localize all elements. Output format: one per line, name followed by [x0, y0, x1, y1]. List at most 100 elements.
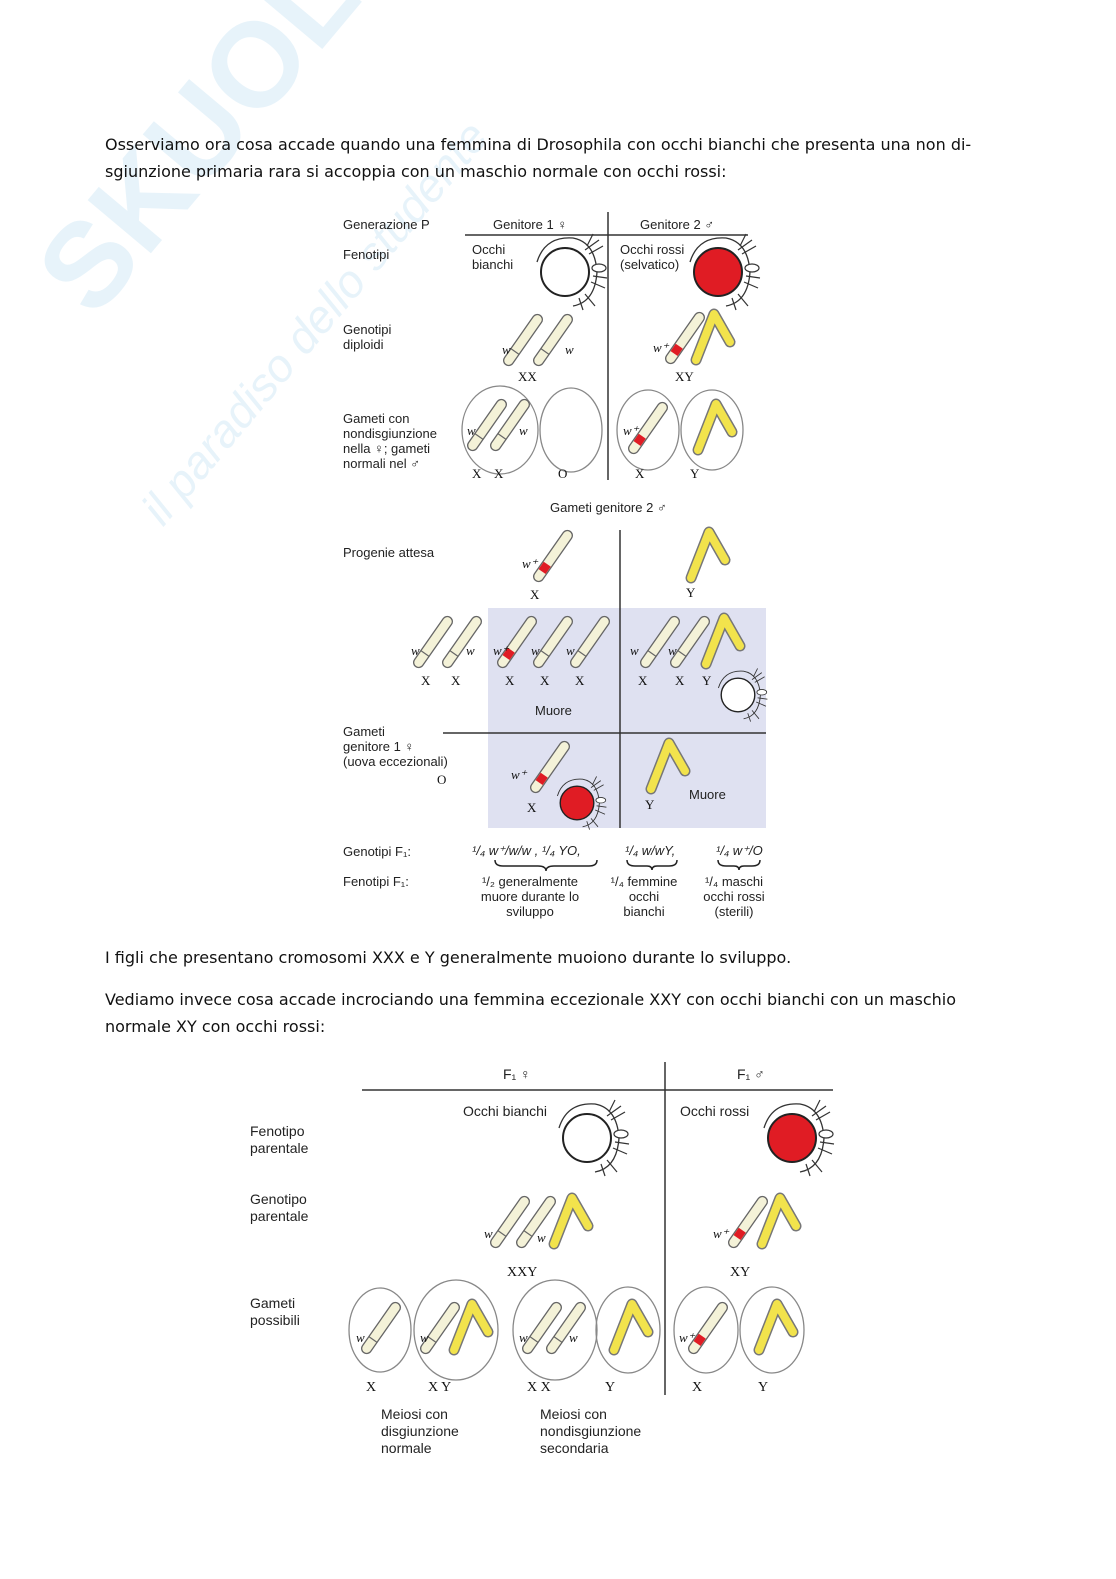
y-chromosome: [700, 612, 746, 670]
nondisjunction-meiosis-label: Meiosi con nondisgiunzione secondaria: [540, 1406, 642, 1456]
gametes-parent2-label: Gameti genitore 2 ♂: [550, 500, 667, 515]
genotypes-label: Genotipi diploidi: [343, 322, 392, 352]
y-chromosome: [608, 1298, 654, 1356]
label-x: X: [638, 673, 648, 688]
x-chromosome: [570, 615, 610, 669]
parental-phenotype-label: Fenotipo parentale: [250, 1123, 309, 1156]
x-chromosome: [490, 1195, 530, 1249]
allele-w: w: [630, 643, 639, 658]
allele-w: w: [565, 342, 574, 357]
allele-w: w: [420, 1330, 429, 1345]
x-chromosome: [503, 313, 543, 367]
figure1-grid-lines: [443, 212, 766, 828]
x-chromosome: [490, 398, 530, 452]
allele-w: w: [668, 643, 677, 658]
label-x: X: [575, 673, 585, 688]
allele-w: w: [484, 1226, 493, 1241]
y-chromosome: [448, 1298, 494, 1356]
label-y: Y: [645, 797, 655, 812]
x-chromosome-wplus: [665, 311, 705, 365]
allele-wplus: w⁺: [511, 767, 527, 782]
f1-genotypes-label: Genotipi F₁:: [343, 844, 411, 859]
allele-w: w: [466, 643, 475, 658]
label-x: X: [472, 466, 482, 481]
gamete-label: Y: [758, 1380, 769, 1395]
f1-genotype: ¹/₄ w/wY,: [625, 843, 676, 858]
generation-label: Generazione P: [343, 217, 430, 232]
progeny-label: Progenie attesa: [343, 545, 435, 560]
x-chromosome-wplus: [688, 1301, 728, 1355]
gamete-label: X: [366, 1380, 377, 1395]
x-chromosome-wplus: [530, 740, 570, 794]
label-x: X: [421, 673, 431, 688]
possible-gametes-label: Gameti possibili: [250, 1295, 300, 1328]
x-chromosome: [361, 1301, 401, 1355]
gamete-ellipse: [348, 1287, 412, 1373]
allele-w: w: [411, 643, 420, 658]
x-chromosome-wplus: [497, 615, 537, 669]
gamete-ellipse: [539, 387, 603, 473]
gamete-ellipse: [616, 389, 680, 471]
dies-label: Muore: [535, 703, 572, 718]
label-x: X: [635, 466, 645, 481]
allele-w: w: [356, 1330, 365, 1345]
allele-wplus: w⁺: [522, 556, 538, 571]
normal-meiosis-label: Meiosi con disgiunzione normale: [381, 1406, 459, 1456]
allele-wplus: w⁺: [713, 1226, 729, 1241]
gamete-ellipse: [673, 1286, 739, 1374]
f1-phenotype: ¹/₄ maschi occhi rossi (sterili): [703, 874, 765, 919]
gamete-ellipse: [680, 389, 744, 471]
allele-wplus: w⁺: [493, 643, 509, 658]
red-eyes-label: Occhi rossi: [680, 1103, 750, 1119]
label-y: Y: [690, 466, 700, 481]
gametes-parent1-label: Gameti genitore 1 ♀ (uova eccezionali): [343, 724, 448, 769]
allele-w: w: [502, 342, 511, 357]
y-chromosome: [548, 1192, 594, 1250]
x-chromosome: [467, 398, 507, 452]
y-chromosome: [756, 1192, 802, 1250]
label-o: O: [437, 772, 447, 787]
gamete-ellipse: [512, 1279, 598, 1381]
fly-red-eye: [556, 776, 607, 830]
fly-red-eye: [689, 233, 761, 311]
paragraph-xxy-cross: Vediamo invece cosa accade incrociando u…: [105, 990, 957, 1036]
parent2-header: Genitore 2 ♂: [640, 217, 715, 232]
fly-white-eye: [717, 668, 768, 722]
f1-phenotype: ¹/₄ femmine occhi bianchi: [610, 874, 678, 919]
x-chromosome: [533, 313, 573, 367]
allele-wplus: w⁺: [679, 1330, 695, 1345]
label-o: O: [558, 466, 568, 481]
x-chromosome: [546, 1301, 586, 1355]
intro-paragraph: Osserviamo ora cosa accade quando una fe…: [105, 135, 972, 181]
phenotypes-label: Fenotipi: [343, 247, 390, 262]
allele-wplus: w⁺: [623, 423, 639, 438]
label-x: X: [527, 800, 537, 815]
white-eyes-label: Occhi bianchi: [463, 1103, 548, 1119]
x-chromosome: [413, 615, 453, 669]
allele-w: w: [519, 423, 528, 438]
x-chromosome: [516, 1195, 556, 1249]
allele-wplus: w⁺: [653, 340, 669, 355]
x-chromosome: [533, 615, 573, 669]
gamete-label: X: [692, 1380, 703, 1395]
gamete-ellipse: [595, 1286, 661, 1374]
x-chromosome: [522, 1301, 562, 1355]
label-x: X: [540, 673, 550, 688]
gamete-ellipse: [739, 1286, 805, 1374]
karyotype-xxy: XXY: [507, 1265, 538, 1280]
paragraph-xxx-y: I figli che presentano cromosomi XXX e Y…: [105, 948, 792, 967]
allele-w: w: [531, 643, 540, 658]
allele-w: w: [566, 643, 575, 658]
label-x: X: [505, 673, 515, 688]
x-chromosome-wplus: [628, 401, 668, 455]
parental-genotype-label: Genotipo parentale: [250, 1191, 309, 1224]
label-x: X: [675, 673, 685, 688]
f1-genotype: ¹/₄ w⁺/O: [716, 843, 763, 858]
gamete-ellipse: [461, 385, 539, 475]
f1-phenotypes-label: Fenotipi F₁:: [343, 874, 409, 889]
parent1-header: Genitore 1 ♀: [493, 217, 568, 232]
x-chromosome: [420, 1301, 460, 1355]
x-chromosome: [670, 615, 710, 669]
allele-w: w: [569, 1330, 578, 1345]
